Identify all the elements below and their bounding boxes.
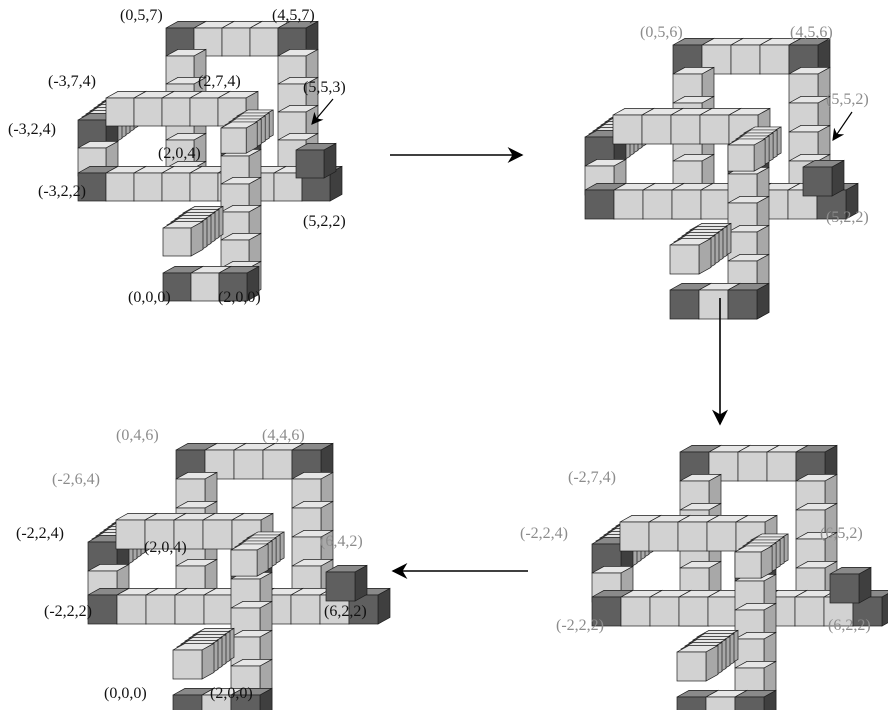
cube <box>734 545 773 579</box>
coordinate-label: (4,5,6) <box>790 24 833 41</box>
coordinate-label: (-2,2,4) <box>520 525 568 542</box>
coordinate-label: (5,5,2) <box>826 91 869 108</box>
cube <box>165 132 207 169</box>
coordinate-label: (2,0,4) <box>158 145 201 162</box>
coordinate-label: (6,5,2) <box>820 525 863 542</box>
cube <box>734 689 777 710</box>
coordinate-label: (0,5,7) <box>120 7 163 24</box>
coordinate-label: (0,0,0) <box>128 289 171 306</box>
cube <box>829 566 872 604</box>
cube <box>291 471 334 509</box>
cube <box>220 121 258 154</box>
coordinate-label: (-3,7,4) <box>48 73 96 90</box>
cube <box>295 142 337 179</box>
coordinate-label: (-3,2,2) <box>38 183 86 200</box>
cube <box>277 48 319 85</box>
cube <box>788 124 831 162</box>
cube <box>230 543 269 577</box>
panel-bottom-left: (0,4,6) (4,4,6) (-2,6,4) (-2,2,4) (2,0,4) (6,… <box>16 427 391 710</box>
cube <box>230 687 273 710</box>
coordinate-label: (6,2,2) <box>324 603 367 620</box>
coordinate-label: (-2,2,2) <box>556 617 604 634</box>
coordinate-label: (0,5,6) <box>640 24 683 41</box>
coordinate-label: (5,2,2) <box>303 213 346 230</box>
transition-arrows <box>390 147 728 579</box>
cube <box>218 265 260 302</box>
coordinate-label: (4,4,6) <box>262 427 305 444</box>
panel-bottom-right: (-2,7,4) (-2,2,4) (6,5,2) (-2,2,2) (6,2,2) <box>520 444 888 710</box>
coordinate-label: (2,7,4) <box>198 73 241 90</box>
coordinate-label: (5,5,3) <box>303 79 346 96</box>
pointer-arrow-5-5-3 <box>311 98 334 125</box>
coordinate-label: (-3,2,4) <box>8 121 56 138</box>
coordinate-label: (2,0,4) <box>144 539 187 556</box>
cube <box>669 237 712 275</box>
coordinate-label: (5,2,2) <box>826 209 869 226</box>
coordinate-label: (6,4,2) <box>320 533 363 550</box>
panel-top-left: (0,5,7) (4,5,7) (-3,7,4) (2,7,4) (5,5,3) (-3,… <box>8 7 346 306</box>
cube <box>676 644 719 682</box>
coordinate-label: (-2,7,4) <box>568 469 616 486</box>
coordinate-label: (0,0,0) <box>104 685 147 702</box>
panel-top-right: (0,5,6) (4,5,6) (5,5,2) (5,2,2) <box>584 24 869 320</box>
coordinate-label: (6,2,2) <box>828 617 871 634</box>
coordinate-label: (2,0,0) <box>210 685 253 702</box>
coordinate-label: (-2,6,4) <box>52 471 100 488</box>
cube <box>802 159 845 197</box>
cube <box>220 148 262 185</box>
coordinate-label: (-2,2,4) <box>16 525 64 542</box>
coordinate-label: (2,0,0) <box>218 289 261 306</box>
coordinate-label: (-2,2,2) <box>44 603 92 620</box>
cube <box>172 642 215 680</box>
cube <box>727 282 770 320</box>
pointer-arrows <box>311 98 853 141</box>
cube <box>325 564 368 602</box>
cube <box>727 138 766 172</box>
coordinate-label: (4,5,7) <box>272 7 315 24</box>
cube <box>162 220 204 257</box>
cube <box>679 473 722 511</box>
coordinate-label: (0,4,6) <box>116 427 159 444</box>
pointer-arrow-5-5-2 <box>832 111 853 141</box>
